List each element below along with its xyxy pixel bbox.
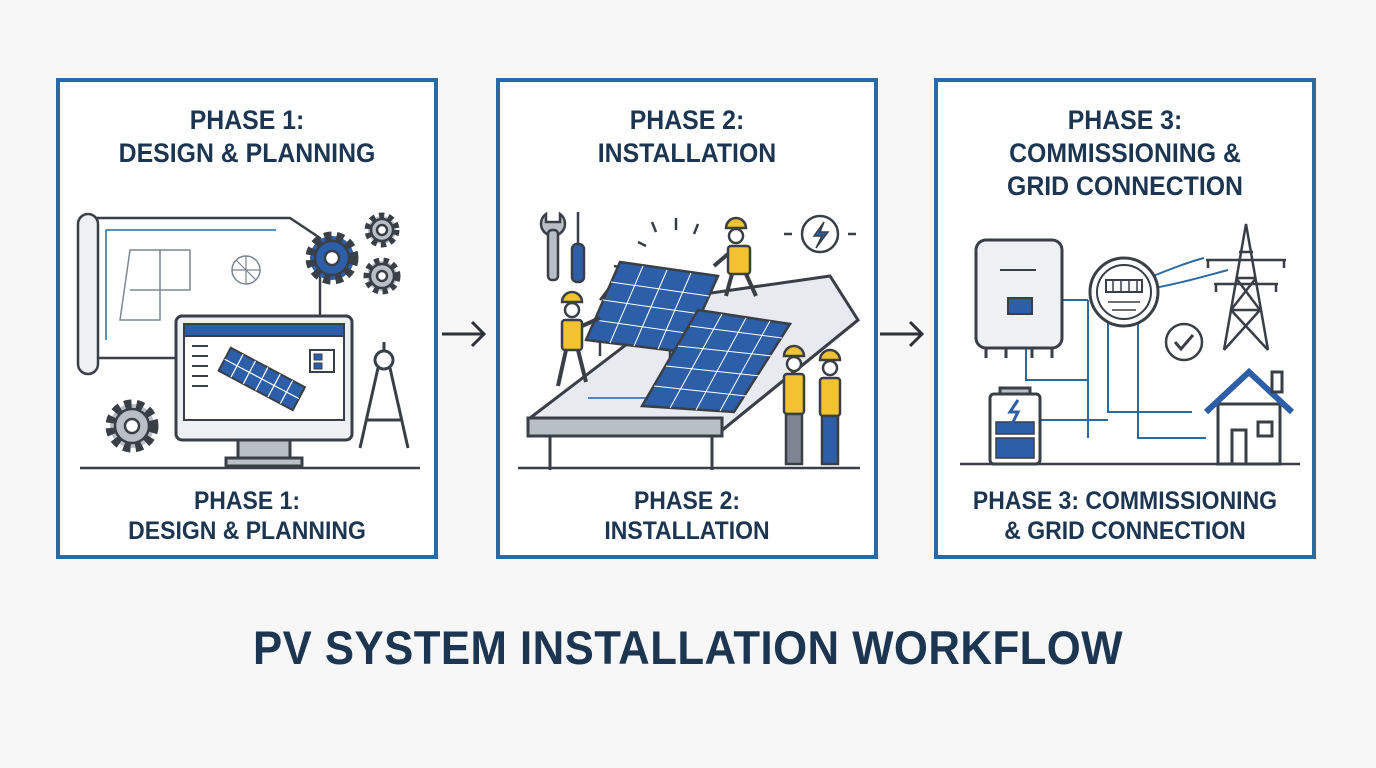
phase-3-illustration (960, 223, 1300, 466)
solar-panel-icon (584, 260, 720, 364)
sparkle-icon (637, 218, 700, 248)
phase-1-caption: PHASE 1: DESIGN & PLANNING (128, 487, 366, 545)
phase-2-caption: PHASE 2: INSTALLATION (604, 487, 770, 545)
phase-3-caption: PHASE 3: COMMISSIONING & GRID CONNECTION (972, 487, 1278, 545)
gear-icon (363, 257, 401, 295)
phase-1-panel: PHASE 1: DESIGN & PLANNING (56, 78, 438, 559)
worker-icon (556, 290, 601, 387)
wiring-lines (1025, 299, 1206, 439)
gear-icon (305, 231, 359, 285)
workflow-title: PV SYSTEM INSTALLATION WORKFLOW (253, 621, 1123, 674)
phase-2-title: PHASE 2: INSTALLATION (597, 105, 777, 168)
phase-1-illustration (76, 212, 420, 470)
compass-icon (358, 342, 410, 449)
lightning-icon (784, 214, 856, 254)
worker-icon (818, 348, 842, 466)
battery-icon (988, 386, 1042, 466)
monitor-icon (174, 314, 354, 468)
wrench-icon (539, 211, 567, 282)
phase-3-panel: PHASE 3: COMMISSIONING & GRID CONNECTION (934, 78, 1316, 559)
phase-3-title: PHASE 3: COMMISSIONING & GRID CONNECTION (1007, 105, 1243, 201)
check-icon (1164, 322, 1204, 362)
solar-panel-icon (639, 308, 793, 414)
right-arrow-icon (880, 320, 925, 348)
inverter-icon (974, 238, 1064, 358)
phase-1-title: PHASE 1: DESIGN & PLANNING (118, 105, 376, 168)
house-icon (1203, 367, 1295, 466)
worker-icon (712, 216, 758, 297)
gear-icon (364, 212, 400, 248)
worker-icon (782, 344, 806, 466)
phase-2-illustration (518, 211, 860, 470)
screwdriver-icon (570, 212, 586, 284)
pylon-icon (1206, 223, 1286, 351)
meter-icon (1088, 256, 1160, 328)
phase-2-panel: PHASE 2: INSTALLATION (496, 78, 878, 559)
right-arrow-icon (442, 320, 487, 348)
gear-icon (105, 399, 159, 453)
